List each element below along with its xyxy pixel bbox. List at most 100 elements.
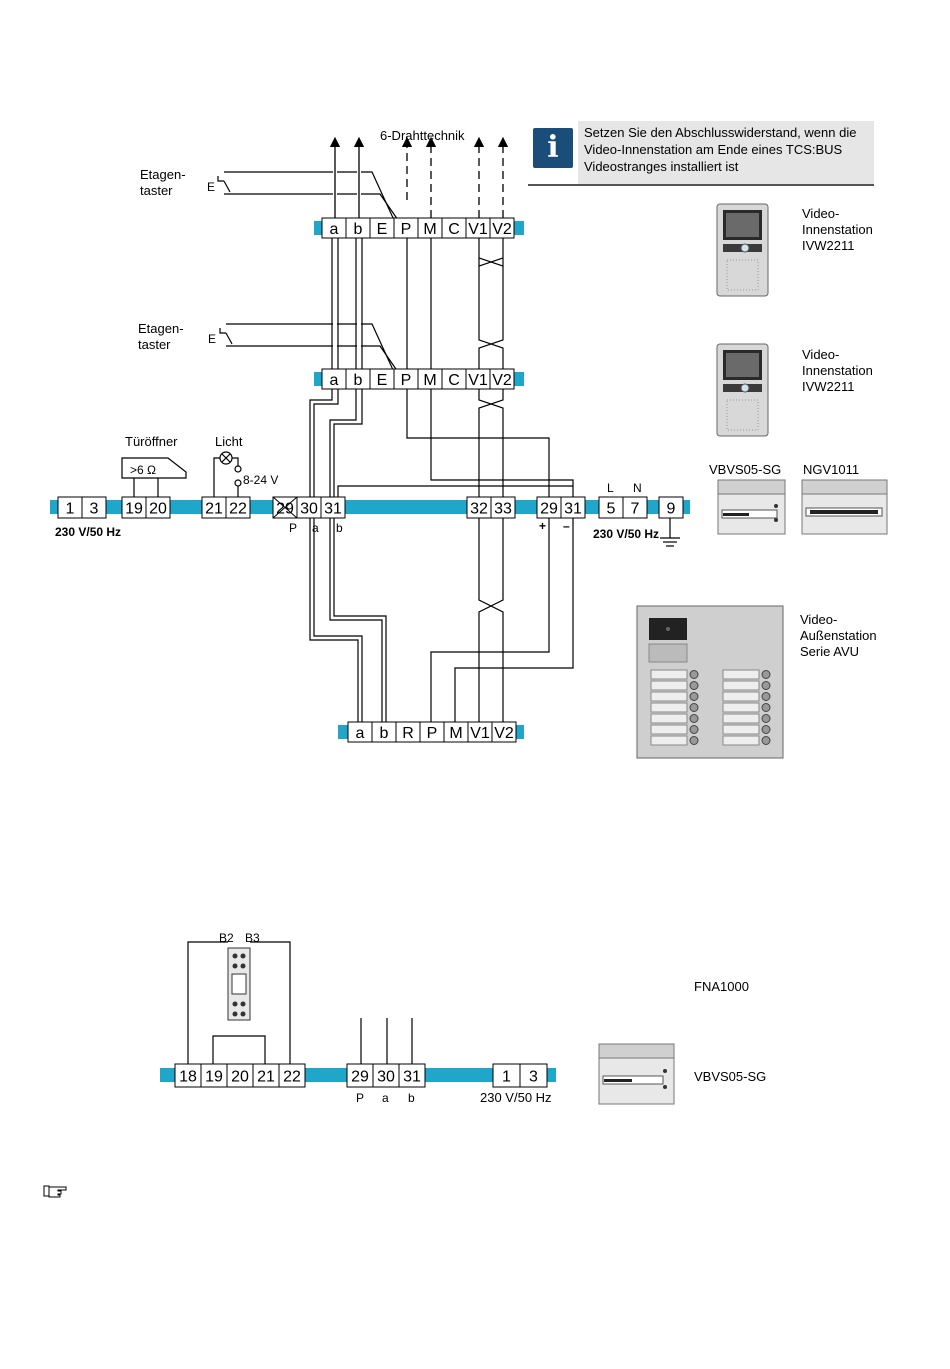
- power-terminal-c-label-0: 21: [205, 501, 223, 518]
- power-terminal-f-label-1: 31: [564, 501, 582, 518]
- strip-top-terminal-label-6: V1: [468, 221, 488, 238]
- strip-mid-terminal-label-0: a: [330, 372, 339, 389]
- strip-mid-terminal-label-4: M: [423, 372, 436, 389]
- etagentaster-2-e: E: [208, 332, 217, 346]
- etagentaster-1-line2: taster: [140, 183, 173, 198]
- power-terminal-g-0: 5: [598, 496, 624, 519]
- strip-mid-terminal-1: b: [345, 368, 371, 390]
- l-label: L: [607, 481, 614, 495]
- outdoor-call-button: [689, 692, 699, 701]
- pointing-hand-icon: [43, 1185, 67, 1198]
- outdoor-name-plate: [722, 680, 760, 691]
- strip-bottom-terminal-2: R: [395, 721, 421, 743]
- power-terminal-d-2: 31: [320, 496, 346, 519]
- power-terminal-g-1: 7: [622, 496, 648, 519]
- outdoor-name-plate: [722, 724, 760, 735]
- strip-bottom-terminal-1: b: [371, 721, 397, 743]
- strip-bottom-terminal-6: V2: [491, 721, 517, 743]
- strip-bottom-terminal-5: V1: [467, 721, 493, 743]
- power-terminal-f-label-0: 29: [540, 501, 558, 518]
- info-icon: i: [528, 121, 578, 184]
- power-terminal-a-label-0: 1: [66, 501, 75, 518]
- outdoor-call-button: [689, 736, 699, 745]
- strip-bottom-terminal-label-5: V1: [470, 725, 490, 742]
- power-terminal-d-1: 30: [296, 496, 322, 519]
- power-terminal-a-0: 1: [57, 496, 83, 519]
- power-terminal-b-1: 20: [145, 496, 171, 519]
- vbvs-device: [717, 479, 786, 535]
- strip-top-terminal-1: b: [345, 217, 371, 239]
- power-terminal-f-0: 29: [536, 496, 562, 519]
- strip-top-terminal-label-5: C: [448, 221, 460, 238]
- six-wire-label: 6-Drahttechnik: [380, 128, 465, 143]
- second-terminal-b-2: 31: [398, 1063, 426, 1088]
- power-terminal-a-label-1: 3: [90, 501, 99, 518]
- power-terminal-d-label-1: 30: [300, 501, 318, 518]
- second-terminal-a-1: 19: [200, 1063, 228, 1088]
- volt-range-label: 8-24 V: [243, 473, 279, 487]
- pab2-b: b: [408, 1091, 415, 1105]
- etagentaster-2-line2: taster: [138, 337, 171, 352]
- info-text: Setzen Sie den Abschlusswiderstand, wenn…: [584, 125, 857, 174]
- strip-bottom-terminal-3: P: [419, 721, 445, 743]
- second-terminal-a-label-3: 21: [257, 1069, 275, 1086]
- strip-mid-terminal-0: a: [321, 368, 347, 390]
- strip-top-terminal-label-7: V2: [492, 221, 512, 238]
- power-terminal-b-label-0: 19: [125, 501, 143, 518]
- outdoor-station: [636, 605, 784, 759]
- voltage-left-label: 230 V/50 Hz: [55, 525, 122, 539]
- strip-mid-terminal-label-6: V1: [468, 372, 488, 389]
- strip-mid-terminal-label-5: C: [448, 372, 460, 389]
- strip-top-terminal-label-2: E: [377, 221, 388, 238]
- power-terminal-e-1: 33: [490, 496, 516, 519]
- vbvs-2-label: VBVS05-SG: [694, 1069, 767, 1084]
- outdoor-call-button: [761, 681, 771, 690]
- strip-bottom-terminal-label-4: M: [449, 725, 462, 742]
- outdoor-name-plate: [650, 669, 688, 680]
- power-terminal-b-label-1: 20: [149, 501, 167, 518]
- second-terminal-c-label-0: 1: [502, 1069, 511, 1086]
- power-terminal-a-1: 3: [81, 496, 107, 519]
- minus-label: –: [563, 519, 570, 533]
- strip-top-terminal-5: C: [441, 217, 467, 239]
- fna-label: FNA1000: [694, 979, 749, 994]
- strip-bottom-terminal-0: a: [347, 721, 373, 743]
- pab2-p: P: [356, 1091, 365, 1105]
- crossed-terminal-29: [272, 496, 298, 519]
- licht-label: Licht: [215, 434, 243, 449]
- strip-mid-terminal-3: P: [393, 368, 419, 390]
- strip-top-terminal-label-0: a: [330, 221, 339, 238]
- ngv-device: [801, 479, 888, 535]
- strip-mid-terminal-label-7: V2: [492, 372, 512, 389]
- outdoor-name-plate: [722, 702, 760, 713]
- outdoor-call-button: [761, 714, 771, 723]
- power-terminal-c-label-1: 22: [229, 501, 247, 518]
- bus-bars: [50, 221, 690, 1082]
- tueroeffner-ohm: >6 Ω: [130, 463, 156, 477]
- strip-mid-terminal-label-2: E: [377, 372, 388, 389]
- outdoor-name-plate: [722, 713, 760, 724]
- etagentaster-switches: [217, 171, 399, 373]
- outdoor-name-plate: [650, 680, 688, 691]
- strip-top-terminal-label-4: M: [423, 221, 436, 238]
- strip-mid-terminal-6: V1: [465, 368, 491, 390]
- indoor-station-2: [716, 343, 769, 437]
- power-terminal-d-label-0: 29: [276, 501, 294, 518]
- second-terminal-c-0: 1: [492, 1063, 521, 1088]
- n-label: N: [633, 481, 642, 495]
- pab-p: P: [289, 521, 298, 535]
- indoor1-line2: Innenstation: [802, 222, 873, 237]
- outdoor-call-button: [689, 714, 699, 723]
- second-terminal-a-label-2: 20: [231, 1069, 249, 1086]
- riser-arrows: [329, 136, 509, 218]
- power-terminal-e-label-0: 32: [470, 501, 488, 518]
- second-terminal-a-label-4: 22: [283, 1069, 301, 1086]
- outdoor-call-button: [761, 670, 771, 679]
- indoor1-line3: IVW2211: [802, 238, 855, 253]
- outdoor-name-plate: [650, 713, 688, 724]
- power-terminal-d-label-2: 31: [324, 501, 342, 518]
- vbvs-device-2: [598, 1043, 675, 1105]
- strip-top-terminal-2: E: [369, 217, 395, 239]
